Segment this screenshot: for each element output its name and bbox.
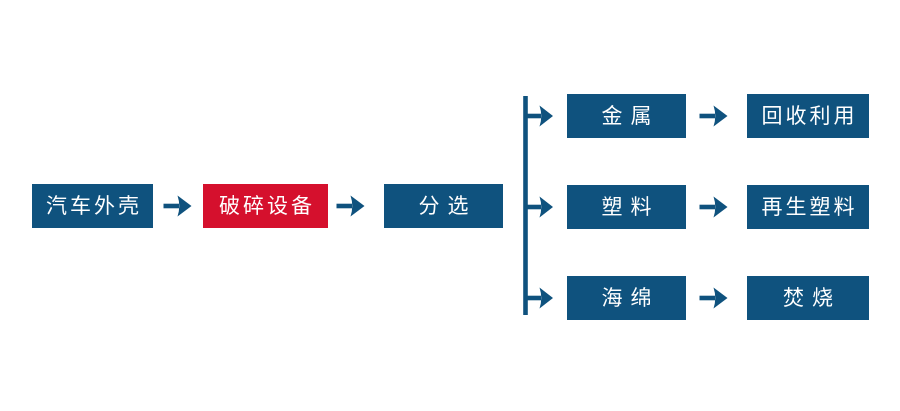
node-sorting-label: 分选	[418, 194, 477, 218]
node-plastic: 塑料	[567, 185, 686, 229]
node-incineration: 焚烧	[747, 276, 869, 320]
arrow-right-icon	[336, 195, 365, 217]
node-metal-label: 金属	[601, 104, 660, 128]
node-sorting: 分选	[384, 184, 503, 228]
node-metal: 金属	[567, 94, 686, 138]
node-incineration-label: 焚烧	[783, 286, 841, 310]
arrow-right-icon	[163, 195, 192, 217]
node-recycled-plastic: 再生塑料	[747, 185, 869, 229]
node-crusher-label: 破碎设备	[219, 194, 315, 218]
arrow-right-icon	[699, 105, 728, 127]
node-plastic-label: 塑料	[601, 195, 660, 219]
node-sponge: 海绵	[567, 276, 686, 320]
arrow-right-icon	[699, 287, 728, 309]
node-sponge-label: 海绵	[601, 286, 660, 310]
node-recycled-plastic-label: 再生塑料	[761, 195, 858, 219]
node-car-shell-label: 汽车外壳	[46, 194, 142, 218]
node-recycling-label: 回收利用	[761, 104, 858, 128]
node-car-shell: 汽车外壳	[32, 184, 153, 228]
node-recycling: 回收利用	[747, 94, 869, 138]
arrow-right-icon	[699, 196, 728, 218]
node-crusher: 破碎设备	[203, 184, 328, 228]
branch-connector	[523, 96, 558, 315]
